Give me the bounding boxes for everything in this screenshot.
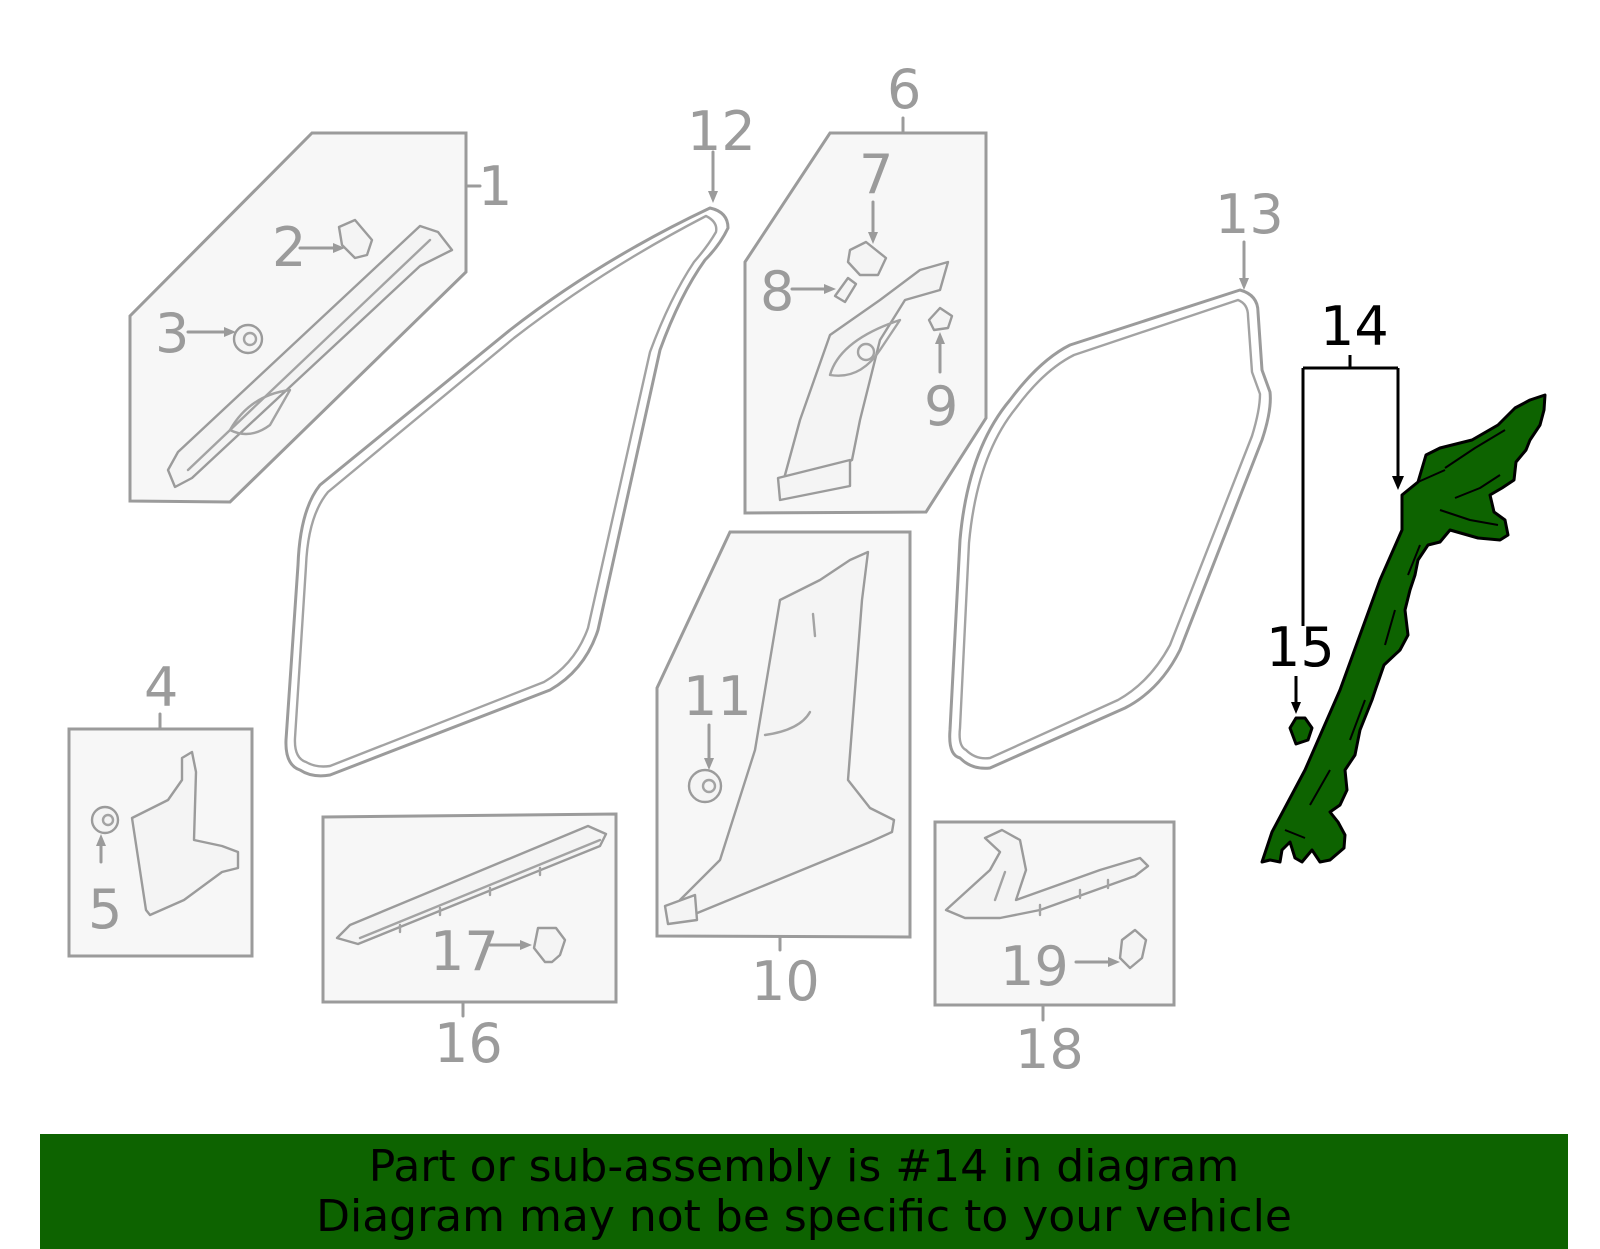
callout-13: 13: [1215, 183, 1284, 246]
callout-6: 6: [887, 58, 921, 121]
part-group-4: [67, 712, 254, 958]
info-banner: Part or sub-assembly is #14 in diagram D…: [40, 1134, 1568, 1249]
callout-8: 8: [760, 260, 794, 323]
part-weatherstrip-13: [948, 240, 1272, 770]
callout-4: 4: [144, 656, 178, 719]
callout-19: 19: [1000, 935, 1069, 998]
callout-16: 16: [434, 1012, 503, 1075]
part-14-b-pillar-highlighted: [1260, 355, 1547, 864]
part-group-6: [743, 116, 988, 515]
callout-3: 3: [155, 302, 189, 365]
callout-10: 10: [751, 950, 820, 1013]
part-group-10: [655, 530, 912, 952]
callout-14: 14: [1320, 295, 1389, 358]
callout-18: 18: [1015, 1018, 1084, 1081]
banner-line-part-number: Part or sub-assembly is #14 in diagram: [368, 1141, 1240, 1192]
callout-7: 7: [859, 143, 893, 206]
part-group-1: [128, 131, 482, 504]
callout-12: 12: [687, 100, 756, 163]
callout-5: 5: [88, 878, 122, 941]
callout-15: 15: [1266, 616, 1335, 679]
callout-1: 1: [478, 155, 512, 218]
callout-11: 11: [683, 665, 752, 728]
part-group-16: [321, 812, 618, 1018]
callout-2: 2: [272, 216, 306, 279]
part-weatherstrip-12: [284, 150, 730, 778]
callout-17: 17: [430, 920, 499, 983]
banner-line-disclaimer: Diagram may not be specific to your vehi…: [316, 1191, 1292, 1242]
part-group-18: [933, 820, 1176, 1022]
callout-9: 9: [924, 375, 958, 438]
